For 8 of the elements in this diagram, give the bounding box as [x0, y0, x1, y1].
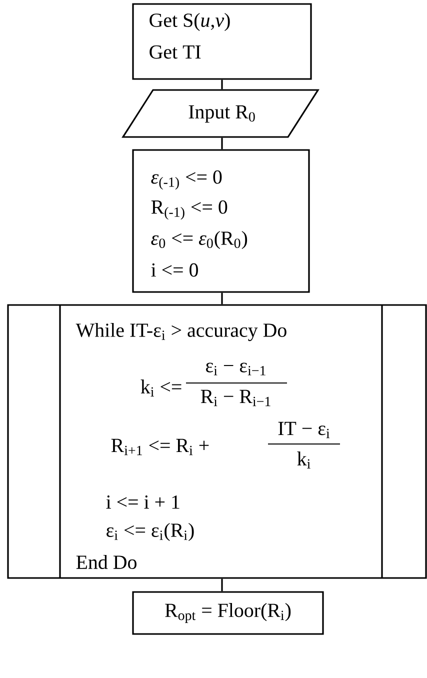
process-box: Get S(u,v) Get TI — [132, 3, 312, 80]
connector-line — [221, 292, 223, 304]
process-box: R$_{opt}$ = Floor(R$_{i}$) — [132, 591, 324, 635]
loop-box: While IT-ε$_{i}$ > accuracy Do k$_{i}$ <= ε$_{i}$ − ε$_{i−1}$ R$_{i}$ − R$_{i−1}$ R$_{i+1}$ <= R$_{i}$ + IT − ε$_{i}$ k$_{i}$ i <= i + 1 ε$_{i}$ <= ε$_{i}$(R$_{i}$) End Do — [7, 304, 427, 579]
connector-line — [221, 80, 223, 90]
process-box: ε$_{(-1)}$ <= 0 R$_{(-1)}$ <= 0 ε$_{0}$ <= ε$_{0}$(R$_{0}$) i <= 0 — [132, 149, 310, 293]
connector-line — [221, 138, 223, 150]
connector-line — [221, 578, 223, 592]
